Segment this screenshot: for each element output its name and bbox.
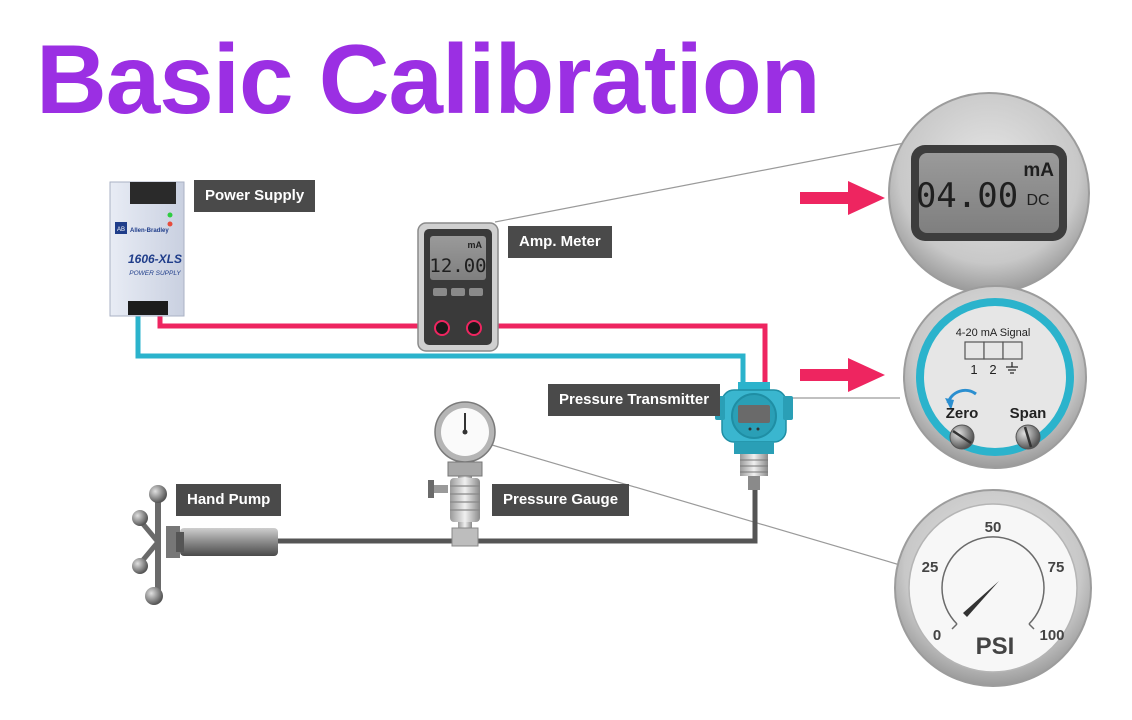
ps-brand: Allen-Bradley [130, 228, 169, 234]
zoom-transmitter-face: 4-20 mA Signal 1 2 Zero Span [903, 285, 1087, 469]
gauge-tick-label-100: 100 [1039, 627, 1064, 644]
gauge-tick-label-0: 0 [933, 627, 941, 644]
label-hand-pump: Hand Pump [176, 484, 282, 516]
gauge-tick [951, 623, 958, 630]
hand-pump [132, 485, 278, 605]
signal-label: 4-20 mA Signal [956, 327, 1031, 339]
meter-zoom-arrow [800, 181, 885, 215]
ps-badge: AB [117, 227, 125, 233]
meter-button [451, 288, 465, 296]
meter-jack-com [434, 320, 450, 336]
label-amp-meter: Amp. Meter [508, 226, 612, 258]
power-supply: AB Allen-Bradley 1606-XLS POWER SUPPLY [109, 181, 185, 317]
zoom-meter-reading: 04.00 [916, 176, 1018, 216]
meter-button [469, 288, 483, 296]
span-label: Span [1010, 405, 1047, 422]
gauge-tick-label-50: 50 [985, 519, 1002, 536]
zoom-meter-mode: DC [1026, 192, 1049, 209]
pressure-line [275, 488, 758, 544]
gauge-needle [963, 581, 999, 617]
meter-zoom-line [494, 139, 921, 223]
label-power-supply: Power Supply [194, 180, 316, 212]
zero-label: Zero [946, 405, 979, 422]
pressure-transmitter [715, 382, 793, 490]
pressure-gauge [428, 401, 496, 547]
amp-meter: mA 12.00 [417, 222, 499, 352]
gauge-tick [1028, 623, 1035, 630]
ground-icon [1006, 362, 1018, 374]
zero-screw-icon [949, 424, 975, 450]
meter-button [433, 288, 447, 296]
allen-bradley-logo [115, 222, 127, 234]
ps-subtitle: POWER SUPPLY [129, 270, 181, 277]
ps-terminal-block [128, 301, 168, 315]
page-title: Basic Calibration [36, 24, 821, 134]
terminal-box [1002, 341, 1023, 360]
gauge-arc [941, 536, 1045, 625]
zoom-meter-unit: mA [1023, 160, 1054, 181]
span-screw-icon [1015, 424, 1041, 450]
gauge-zoom-line [491, 444, 901, 566]
amp-meter-reading: 12.00 [429, 255, 486, 277]
red-wire-meter-transmitter [474, 323, 768, 386]
terminal-box [983, 341, 1004, 360]
terminal-2-label: 2 [989, 362, 996, 377]
blue-wire [135, 312, 746, 386]
gauge-tick-label-75: 75 [1048, 559, 1065, 576]
meter-jack-ma [466, 320, 482, 336]
zoom-meter-display: mA 04.00 DC [888, 92, 1090, 294]
ps-model: 1606-XLS [128, 252, 182, 266]
label-pressure-transmitter: Pressure Transmitter [548, 384, 721, 416]
gauge-tick-label-25: 25 [922, 559, 939, 576]
red-wire-supply-meter [157, 312, 442, 329]
gauge-unit: PSI [976, 633, 1015, 660]
terminal-box [964, 341, 985, 360]
terminal-1-label: 1 [970, 362, 977, 377]
label-pressure-gauge: Pressure Gauge [492, 484, 630, 516]
rotate-arrow-head-icon [945, 398, 954, 410]
zoom-psi-gauge: 0 25 50 75 100 PSI [894, 489, 1092, 687]
transmitter-zoom-arrow [800, 358, 885, 392]
amp-meter-unit: mA [467, 240, 482, 250]
